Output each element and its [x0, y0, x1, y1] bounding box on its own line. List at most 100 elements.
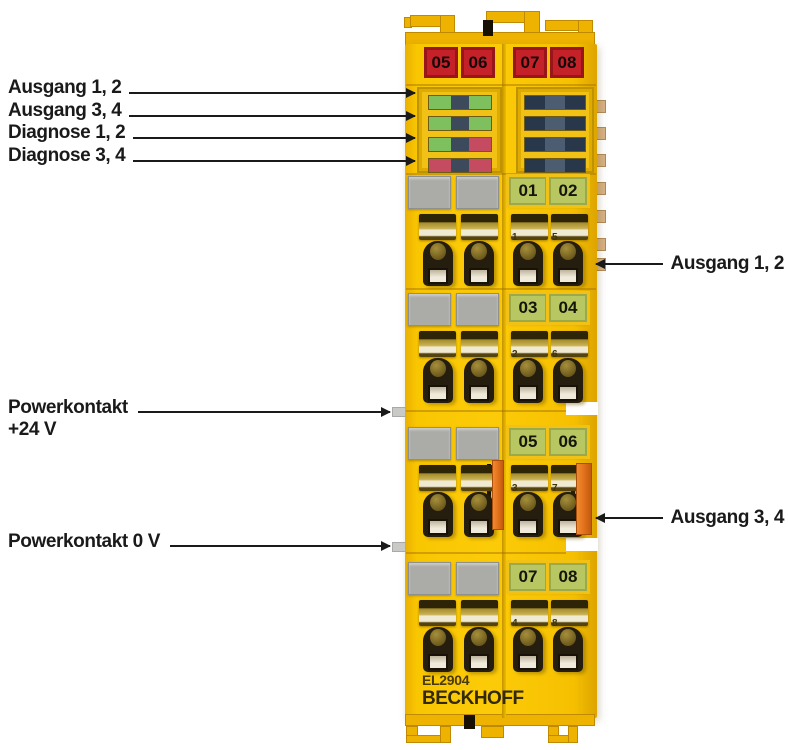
housing-seam [406, 288, 596, 290]
terminal-label-text: 02 [558, 181, 578, 200]
contact-pad [558, 654, 578, 670]
pin-number: 2 [512, 349, 518, 360]
arrow-line-left [595, 259, 663, 269]
spring-contact [423, 492, 453, 537]
release-slot [461, 214, 498, 240]
terminal-label-04: 04 [549, 294, 587, 322]
terminal-label-05: 05 [509, 428, 547, 456]
terminal-number-box-08: 08 [550, 47, 584, 78]
terminal-section-2: 03 04 2 6 [405, 293, 597, 405]
led-gap [545, 138, 565, 151]
terminal-number-box-07: 07 [513, 47, 547, 78]
release-slot [461, 600, 498, 626]
contact-pad [469, 385, 489, 401]
arrow-line-right [133, 133, 416, 143]
spring-contact-output-1 [513, 241, 543, 286]
led-off [565, 117, 585, 130]
release-slot [419, 465, 456, 491]
contact-dome [520, 243, 536, 260]
terminal-label-07: 07 [509, 563, 547, 591]
orange-power-contact [492, 460, 504, 530]
blank-label-plate [408, 176, 451, 209]
housing-seam [406, 552, 566, 554]
led-output-2 [468, 96, 491, 109]
blank-label-plate [408, 293, 451, 326]
pin-number: 4 [512, 618, 518, 629]
arrow-line-right [133, 156, 416, 166]
led-diag-4 [468, 159, 491, 172]
led-block-right [516, 87, 594, 173]
terminal-number: 05 [431, 52, 451, 72]
contact-dome [471, 494, 487, 511]
contact-pad [558, 385, 578, 401]
pin-number: 1 [512, 232, 518, 243]
annotation-label: Diagnose 1, 2 [8, 122, 126, 143]
contact-pad [518, 385, 538, 401]
spring-contact [464, 358, 494, 403]
contact-dome [471, 360, 487, 377]
contact-pad [469, 268, 489, 284]
led-gap [450, 159, 469, 172]
release-slot [511, 600, 548, 626]
contact-pad [518, 519, 538, 535]
annotation-diagnose-1-2: Diagnose 1, 2 [8, 122, 416, 144]
pin-number: 7 [552, 483, 558, 494]
latch-detail [464, 715, 475, 729]
mounting-foot [440, 726, 451, 743]
led-off [525, 138, 545, 151]
terminal-number-box-05: 05 [424, 47, 458, 78]
led-gap [545, 96, 565, 109]
spring-contact [464, 492, 494, 537]
arrow-line-left [595, 513, 663, 523]
powerkontakt-0v-tab [392, 542, 406, 552]
contact-dome [520, 494, 536, 511]
led-off [565, 96, 585, 109]
led-row-off [524, 158, 586, 173]
orange-power-contact-ausgang-3-4 [576, 463, 592, 535]
led-row-off [524, 95, 586, 110]
spring-contact [464, 627, 494, 672]
housing-notch [566, 538, 598, 551]
release-slot [511, 214, 548, 240]
release-slot [461, 465, 498, 491]
spring-contact [513, 492, 543, 537]
latch-detail [483, 20, 493, 36]
terminal-section-1: 01 02 1 5 [405, 176, 597, 288]
led-gap [450, 96, 469, 109]
led-diag-1 [428, 138, 451, 151]
annotation-powerkontakt-24v: Powerkontakt +24 V [8, 397, 128, 441]
contact-pad [469, 654, 489, 670]
led-diag-3 [428, 159, 451, 172]
spring-contact [553, 627, 583, 672]
terminal-label-text: 05 [518, 432, 538, 451]
led-output-3 [428, 117, 451, 130]
housing-seam [406, 173, 596, 175]
housing-notch [566, 402, 598, 415]
powerkontakt-24v-tab [392, 407, 406, 417]
led-off [525, 117, 545, 130]
led-gap [545, 117, 565, 130]
led-row-diagnose-3-4 [427, 158, 492, 173]
led-output-1 [428, 96, 451, 109]
blank-label-plate [408, 427, 451, 460]
release-slot [511, 465, 548, 491]
housing-seam [502, 44, 506, 718]
arrow-line-right [138, 407, 391, 417]
terminal-label-03: 03 [509, 294, 547, 322]
pin-number: 3 [512, 483, 518, 494]
led-row-off [524, 116, 586, 131]
spring-contact [513, 627, 543, 672]
annotation-label: Ausgang 3, 4 [670, 507, 785, 528]
annotation-label: Powerkontakt 0 V [8, 531, 160, 552]
contact-dome [430, 360, 446, 377]
led-row-diagnose-1-2 [427, 137, 492, 152]
terminal-label-06: 06 [549, 428, 587, 456]
contact-pad [428, 268, 448, 284]
terminal-label-02: 02 [549, 177, 587, 205]
annotation-label: Ausgang 3, 4 [8, 100, 122, 121]
blank-label-plate [408, 562, 451, 595]
terminal-label-01: 01 [509, 177, 547, 205]
mounting-foot [481, 726, 504, 738]
terminal-label-text: 07 [518, 567, 538, 586]
annotation-label-line1: Powerkontakt [8, 397, 128, 418]
